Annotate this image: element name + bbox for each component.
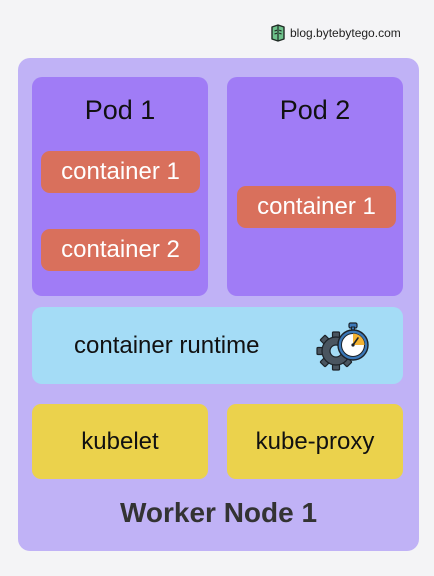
brand-watermark: blog.bytebytego.com xyxy=(270,24,401,42)
kubelet-box: kubelet xyxy=(32,404,208,479)
brand-text: blog.bytebytego.com xyxy=(290,26,401,40)
pod-1-container-2: container 2 xyxy=(41,229,200,271)
bytebytego-logo-icon xyxy=(271,24,285,42)
container-runtime: container runtime xyxy=(32,307,403,384)
kube-proxy-box: kube-proxy xyxy=(227,404,403,479)
pod-2-container-1: container 1 xyxy=(237,186,396,228)
worker-node-title: Worker Node 1 xyxy=(119,497,318,528)
pod-1: Pod 1 container 1 container 2 xyxy=(32,77,208,296)
gear-stopwatch-icon xyxy=(316,322,369,371)
container-runtime-label: container runtime xyxy=(74,331,260,359)
pod-2: Pod 2 container 1 xyxy=(227,77,403,296)
pod-title: Pod 1 xyxy=(84,95,156,125)
pod-title: Pod 2 xyxy=(279,95,351,125)
pod-1-container-1: container 1 xyxy=(41,151,200,193)
